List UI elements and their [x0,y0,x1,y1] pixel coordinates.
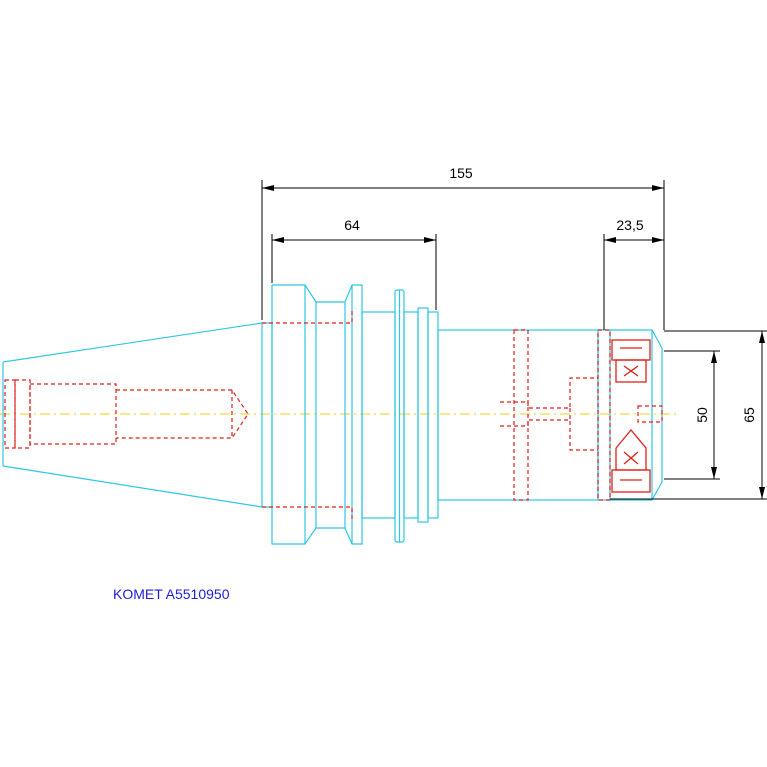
tool-outline [2,284,663,545]
dim-outer-diameter: 65 [741,407,757,423]
dim-overall-length: 155 [449,165,473,181]
dimension-lines [261,180,767,500]
part-number-label: KOMET A5510950 [113,586,230,602]
dim-inner-diameter: 50 [694,407,710,423]
dim-head-length: 23,5 [616,217,643,233]
dim-gauge-length: 64 [344,217,360,233]
hidden-features [4,310,663,520]
